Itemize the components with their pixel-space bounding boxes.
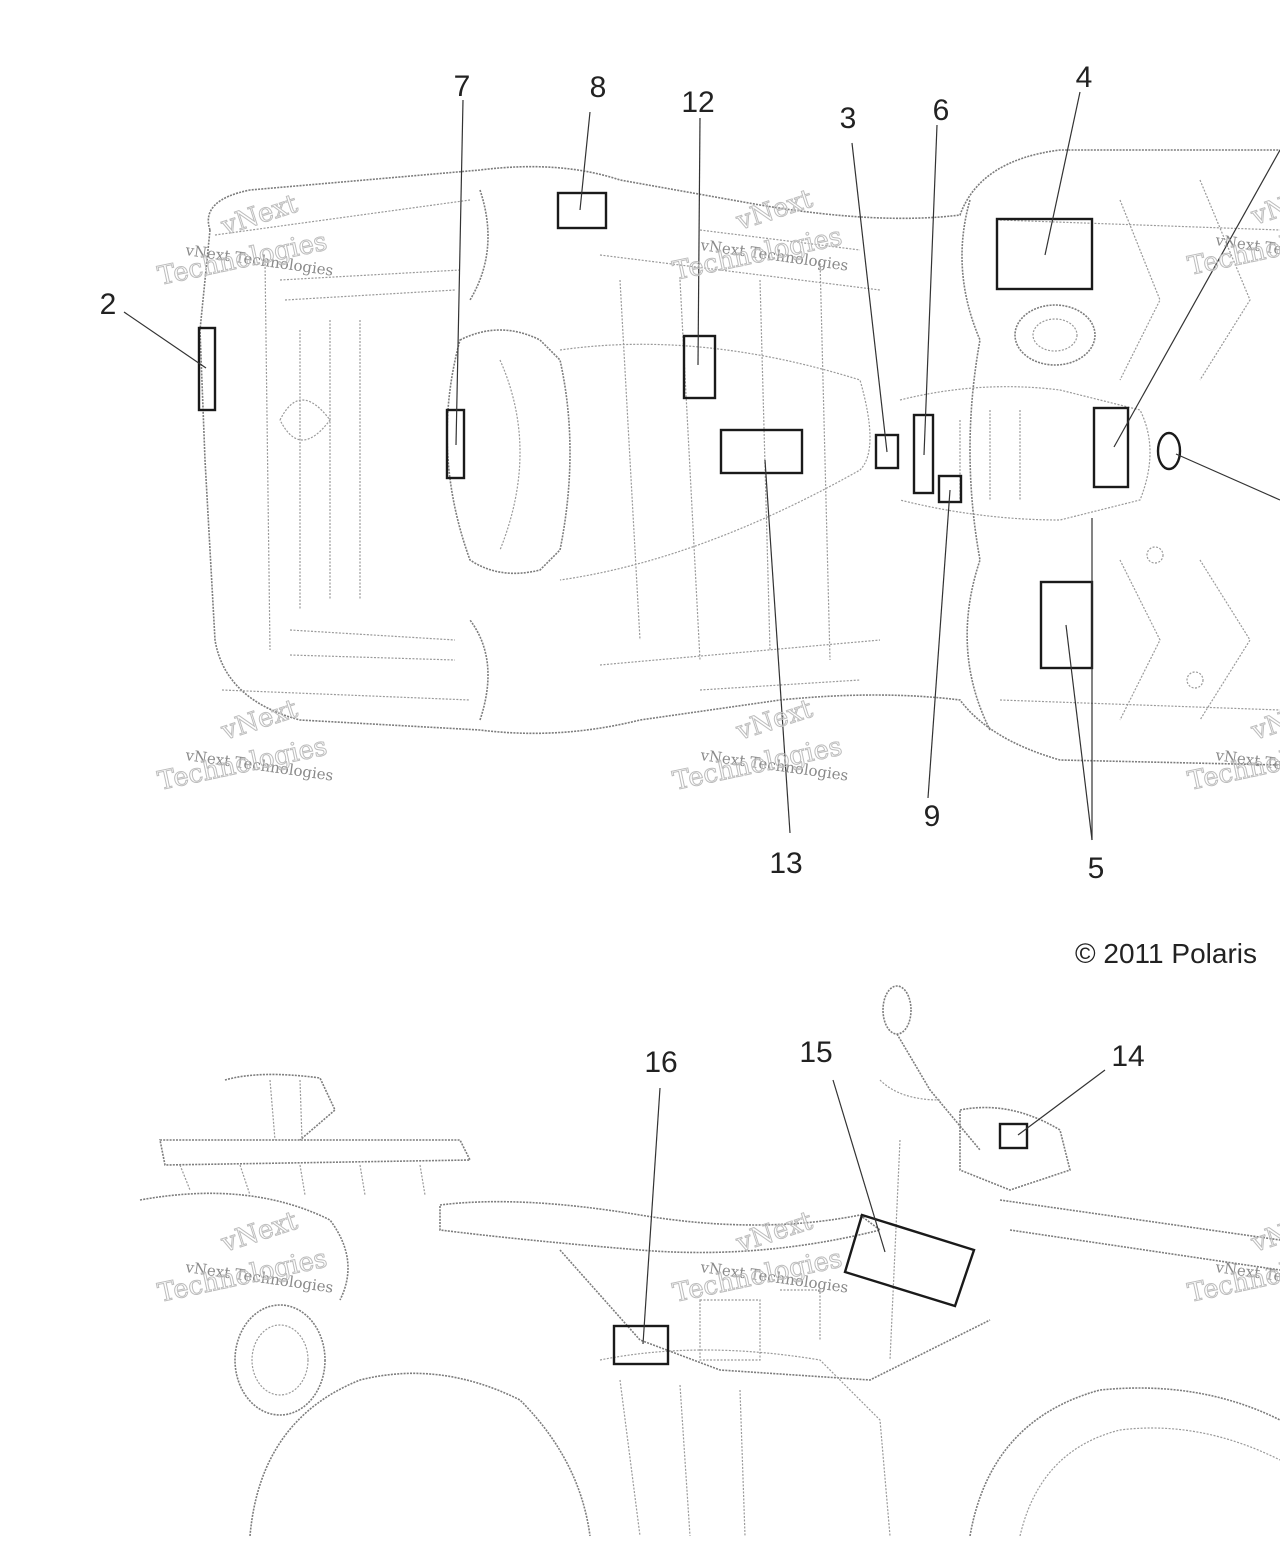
- watermark: vNext vNext Technologies Technologies: [155, 693, 335, 797]
- top-view-leaders: [123, 91, 1280, 841]
- watermark: vNext vNext Technologies Technologies: [155, 188, 335, 292]
- svg-text:vNext: vNext: [1247, 694, 1280, 747]
- watermark: vNext vNext Technologies Technologies: [1185, 178, 1280, 282]
- callout-13: 13: [769, 847, 802, 880]
- callout-2: 2: [100, 288, 117, 321]
- callout-16: 16: [644, 1046, 677, 1079]
- callout-6: 6: [933, 94, 950, 127]
- decal-3: [874, 433, 900, 470]
- side-view-leaders: [642, 1069, 1106, 1345]
- callout-8: 8: [590, 71, 607, 104]
- watermark: vNext vNext Technologies Technologies: [155, 1205, 335, 1309]
- side-view-vehicle: [139, 985, 1280, 1537]
- callout-7: 7: [454, 70, 471, 103]
- decal-oval: [1156, 431, 1182, 471]
- watermark: vNext vNext Technologies Technologies: [1185, 1205, 1280, 1309]
- side-view-callouts: 16 15 14: [644, 1036, 1144, 1079]
- decal-14: [998, 1122, 1029, 1150]
- callout-15: 15: [799, 1036, 832, 1069]
- decal-13: [719, 428, 804, 475]
- svg-text:vNext: vNext: [1247, 179, 1280, 232]
- decal-2: [197, 326, 217, 412]
- decal-4: [995, 217, 1094, 291]
- decal-16: [612, 1324, 670, 1366]
- callout-4: 4: [1076, 61, 1093, 94]
- callout-3: 3: [840, 102, 857, 135]
- callout-12: 12: [681, 86, 714, 119]
- watermark: vNext vNext Technologies Technologies: [1185, 693, 1280, 797]
- watermark: vNext vNext Technologies Technologies: [670, 183, 850, 287]
- decal-6: [912, 413, 935, 495]
- side-view-decals: [612, 1122, 1029, 1366]
- callout-5: 5: [1088, 852, 1105, 885]
- decal-1: [1092, 406, 1130, 489]
- decal-8: [556, 191, 608, 230]
- decal-9: [937, 474, 963, 504]
- top-view-callouts: 7 8 12 3 6 4 2 9 13 5: [100, 61, 1105, 885]
- callout-9: 9: [924, 800, 941, 833]
- watermark: vNext vNext Technologies Technologies: [670, 693, 850, 797]
- decal-12: [682, 334, 717, 400]
- copyright-text: © 2011 Polaris: [1075, 938, 1257, 969]
- decal-7: [445, 408, 466, 480]
- top-view-vehicle: [199, 149, 1280, 766]
- decal-15: [843, 1213, 976, 1308]
- top-view-decals: [197, 191, 1182, 670]
- svg-text:vNext: vNext: [1247, 1206, 1280, 1259]
- callout-14: 14: [1111, 1040, 1144, 1073]
